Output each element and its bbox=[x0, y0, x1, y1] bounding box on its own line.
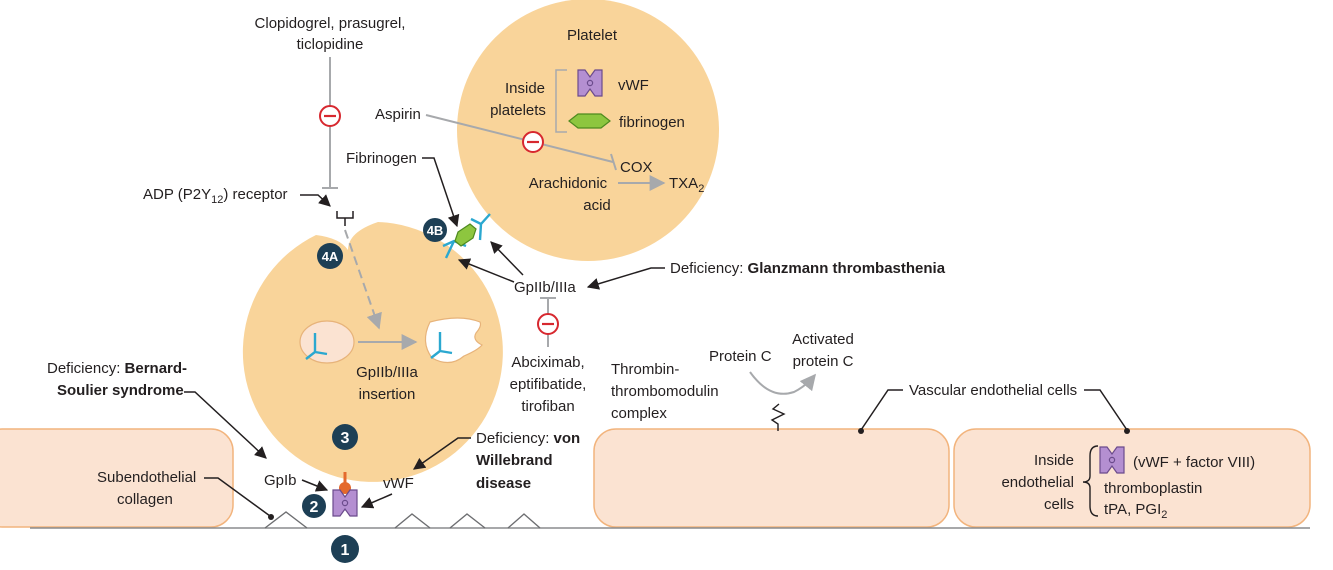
vwf-label: vWF bbox=[383, 475, 414, 492]
squiggle-icon bbox=[770, 403, 786, 431]
step-badge-3: 3 bbox=[332, 424, 358, 450]
step-badge-4a: 4A bbox=[317, 243, 343, 269]
activated-label-2: protein C bbox=[793, 353, 854, 370]
bernard-label-2: Soulier syndrome bbox=[57, 382, 184, 399]
collagen-fibers bbox=[264, 511, 541, 529]
inside-platelets-bracket bbox=[555, 69, 567, 133]
aspirin-inhibit-bar bbox=[610, 153, 617, 171]
step-badge-4b: 4B bbox=[423, 218, 447, 242]
inside-endo-brace bbox=[1082, 445, 1099, 517]
arachidonic-label-1: Arachidonic bbox=[529, 175, 608, 192]
gpib-pointer bbox=[301, 479, 329, 492]
step-badge-2: 2 bbox=[302, 494, 326, 518]
inhibit-icon bbox=[319, 105, 341, 127]
svg-text:4A: 4A bbox=[322, 249, 339, 264]
fibrinogen-label: Fibrinogen bbox=[346, 150, 417, 167]
clopidogrel-label-1: Clopidogrel, prasugrel, bbox=[255, 15, 406, 32]
txa-label: TXA2 bbox=[669, 175, 704, 195]
gp-arrow-to-bottom bbox=[457, 258, 515, 283]
receptor-icon-top-cell bbox=[470, 213, 491, 241]
platelet-cell-bottom bbox=[242, 222, 503, 482]
svg-text:4B: 4B bbox=[427, 223, 444, 238]
abcix-label-1: Abciximab, bbox=[511, 354, 584, 371]
receptor-icon bbox=[336, 211, 354, 226]
aspirin-inhibit-line bbox=[425, 114, 614, 163]
fibrinogen-inside-label: fibrinogen bbox=[619, 114, 685, 131]
inside-platelets-label-2: platelets bbox=[490, 102, 546, 119]
inhibit-icon bbox=[522, 131, 544, 153]
fibrinogen-icon bbox=[568, 113, 611, 129]
subendo-pointer bbox=[204, 477, 271, 517]
vascular-pointer-left-dot bbox=[858, 428, 864, 434]
vwf-factor-label: (vWF + factor VIII) bbox=[1133, 454, 1255, 471]
fibrinogen-bridge-icon bbox=[454, 223, 477, 247]
thrombin-label-1: Thrombin- bbox=[611, 361, 679, 378]
vwd-label-2: Willebrand bbox=[476, 452, 553, 469]
endothelial-cell-left bbox=[0, 428, 234, 528]
thrombin-label-3: complex bbox=[611, 405, 667, 422]
glanzmann-label: Deficiency: Glanzmann thrombasthenia bbox=[670, 260, 946, 277]
subendo-pointer-dot bbox=[268, 514, 274, 520]
adp-pointer bbox=[300, 194, 331, 207]
subendo-label-2: collagen bbox=[117, 491, 173, 508]
protein-c-label: Protein C bbox=[709, 348, 772, 365]
adp-receptor-label: ADP (P2Y12) receptor bbox=[143, 186, 288, 206]
vascular-label: Vascular endothelial cells bbox=[909, 382, 1077, 399]
inside-platelets-label-1: Inside bbox=[505, 80, 545, 97]
vascular-pointer-right bbox=[1084, 389, 1128, 431]
inside-endo-label-1: Inside bbox=[1034, 452, 1074, 469]
vwd-label-1: Deficiency: von bbox=[476, 430, 580, 447]
activated-label-1: Activated bbox=[792, 331, 854, 348]
endothelial-cell-right bbox=[953, 428, 1311, 528]
protein-c-arrow bbox=[749, 371, 817, 395]
receptor-icon-vesicle-left bbox=[305, 333, 328, 360]
fibrinogen-pointer bbox=[422, 157, 460, 228]
insertion-label-2: insertion bbox=[359, 386, 416, 403]
vwd-label-3: disease bbox=[476, 475, 531, 492]
aspirin-label: Aspirin bbox=[375, 106, 421, 123]
subendo-label-1: Subendothelial bbox=[97, 469, 196, 486]
clopidogrel-label-2: ticlopidine bbox=[297, 36, 364, 53]
abcix-label-3: tirofiban bbox=[521, 398, 574, 415]
receptor-icon-vesicle-right bbox=[430, 332, 453, 359]
signal-dashed-arrow bbox=[344, 229, 382, 330]
platelet-title: Platelet bbox=[567, 27, 618, 44]
svg-text:2: 2 bbox=[310, 499, 319, 516]
cox-label: COX bbox=[620, 159, 653, 176]
svg-text:1: 1 bbox=[341, 542, 350, 559]
inside-endo-label-2: endothelial bbox=[1001, 474, 1074, 491]
inhibit-icon bbox=[537, 313, 559, 335]
insertion-label-1: GpIIb/IIIa bbox=[356, 364, 418, 381]
abcix-label-2: eptifibatide, bbox=[510, 376, 587, 393]
gp2b3a-label: GpIIb/IIIa bbox=[514, 279, 576, 296]
platelet-cell-top bbox=[457, 0, 719, 261]
arachidonic-label-2: acid bbox=[583, 197, 611, 214]
background-layer bbox=[0, 0, 1311, 529]
vascular-pointer-left bbox=[860, 389, 903, 431]
endothelial-cell-middle bbox=[593, 428, 950, 528]
bernard-label-1: Deficiency: Bernard- bbox=[47, 360, 187, 377]
glanzmann-pointer bbox=[586, 267, 665, 290]
vwd-pointer bbox=[413, 437, 471, 470]
bernard-pointer bbox=[184, 391, 267, 459]
gpib-knob bbox=[339, 482, 351, 494]
svg-text:3: 3 bbox=[341, 430, 350, 447]
thromboplastin-label: thromboplastin bbox=[1104, 480, 1202, 497]
vascular-pointer-right-dot bbox=[1124, 428, 1130, 434]
vwf-inside-label: vWF bbox=[618, 77, 649, 94]
gpib-label: GpIb bbox=[264, 472, 297, 489]
tpa-label: tPA, PGI2 bbox=[1104, 501, 1167, 521]
thrombin-label-2: thrombomodulin bbox=[611, 383, 719, 400]
gp-arrow-to-top bbox=[490, 241, 524, 276]
vwf-pointer bbox=[360, 493, 393, 509]
step-badge-1: 1 bbox=[331, 535, 359, 563]
inside-endo-label-3: cells bbox=[1044, 496, 1074, 513]
